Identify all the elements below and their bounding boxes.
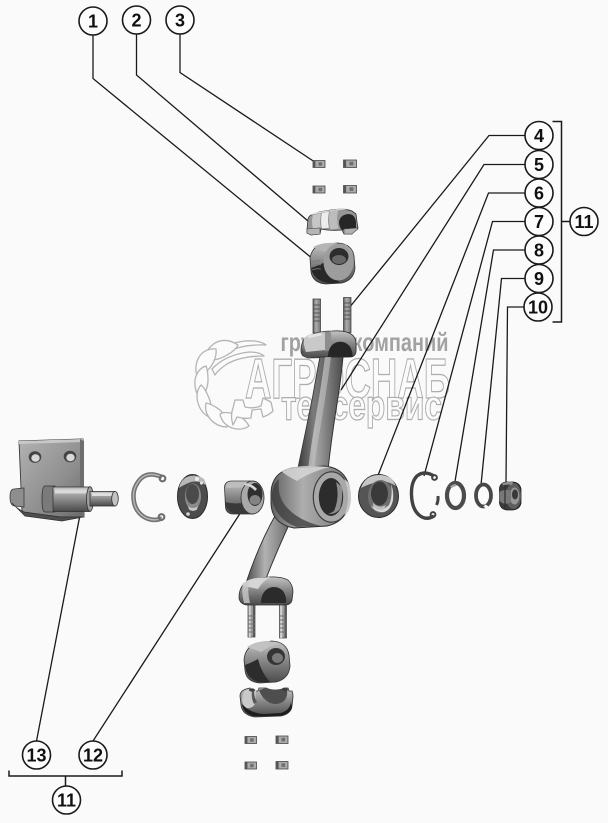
svg-text:4: 4: [534, 126, 544, 146]
svg-text:11: 11: [574, 212, 593, 232]
svg-text:1: 1: [88, 12, 98, 32]
svg-text:11: 11: [57, 791, 76, 811]
svg-text:10: 10: [528, 298, 548, 318]
svg-text:8: 8: [534, 241, 544, 261]
svg-text:техсервис: техсервис: [281, 382, 442, 429]
svg-text:5: 5: [534, 155, 544, 175]
svg-text:2: 2: [131, 11, 141, 31]
svg-text:9: 9: [534, 269, 544, 289]
svg-text:7: 7: [534, 212, 544, 232]
svg-text:3: 3: [175, 11, 185, 31]
svg-text:6: 6: [534, 184, 544, 204]
svg-text:13: 13: [26, 746, 46, 766]
svg-text:12: 12: [83, 746, 103, 766]
